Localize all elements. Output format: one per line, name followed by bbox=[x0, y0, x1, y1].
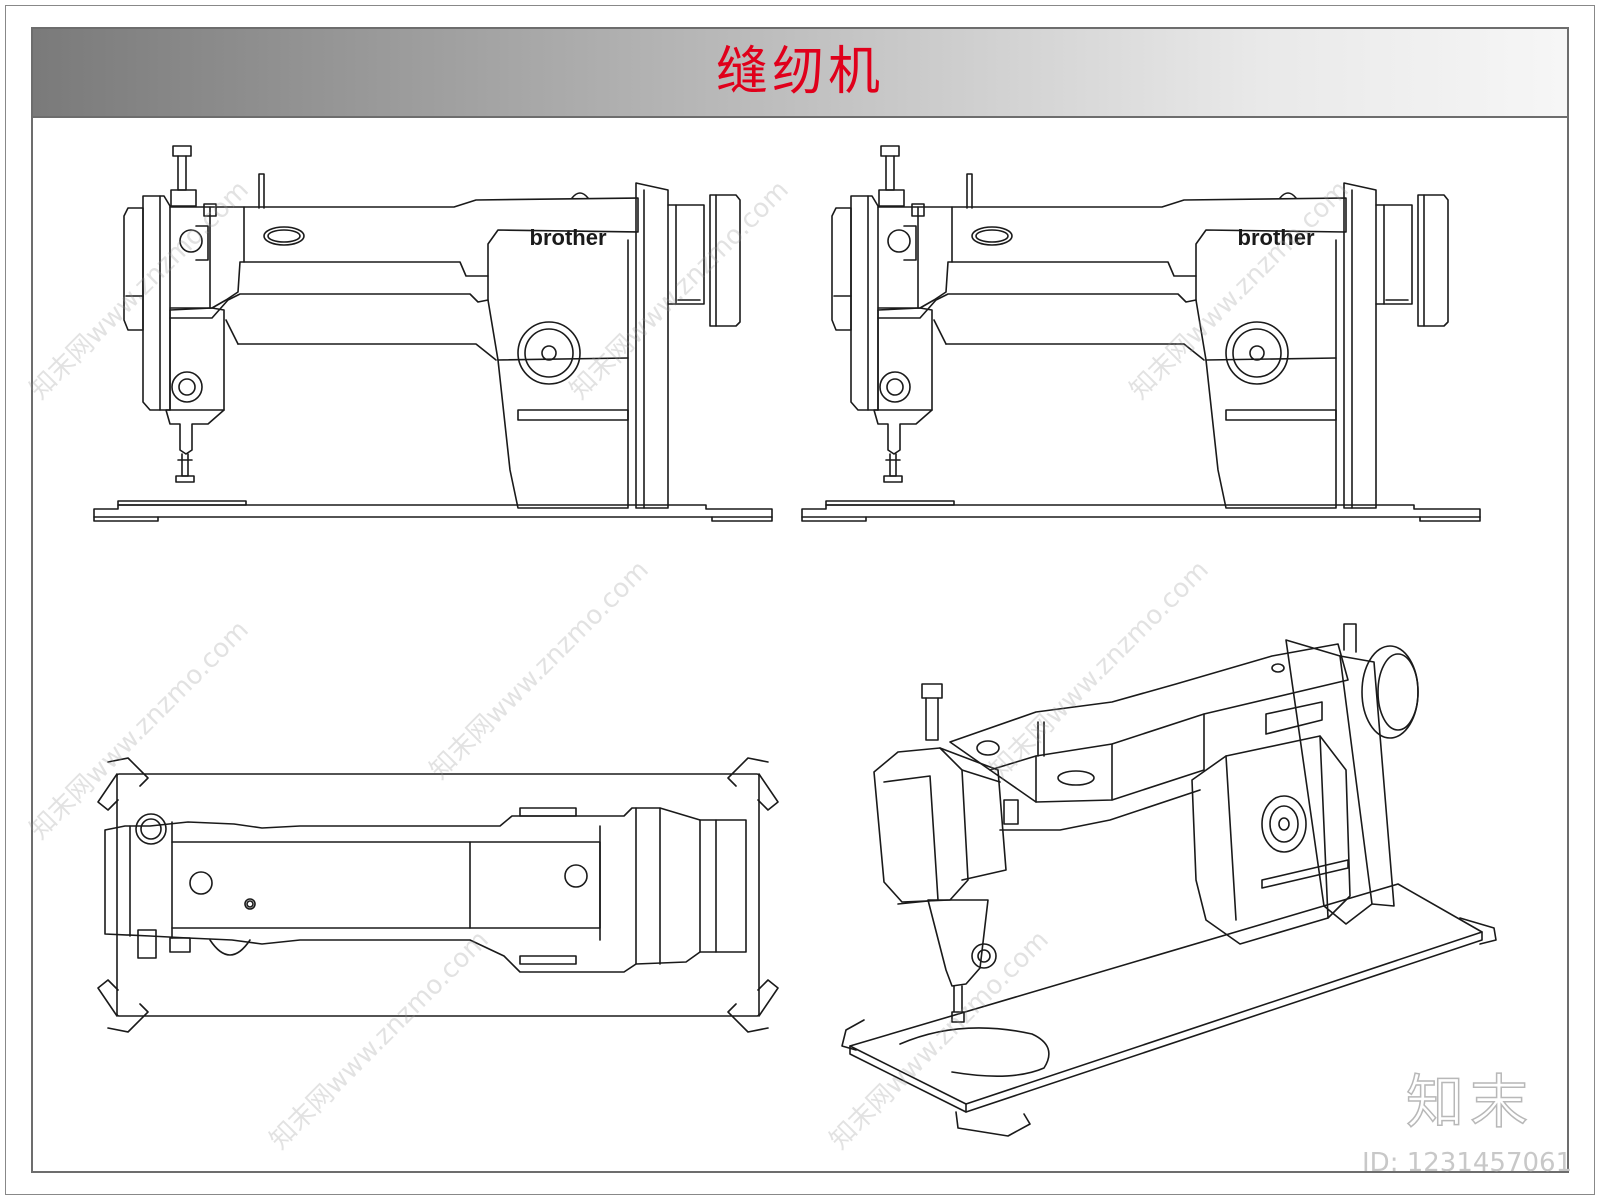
isometric-view bbox=[841, 623, 1497, 1137]
front-elevation-left bbox=[93, 145, 773, 522]
brand-label-right: brother bbox=[1238, 225, 1315, 250]
watermark-id: ID: 1231457061 bbox=[1362, 1148, 1573, 1178]
drawing-frame: 缝纫机 bbox=[31, 27, 1569, 1173]
front-elevation-right bbox=[801, 145, 1481, 522]
top-plan-view bbox=[97, 757, 779, 1033]
title-bar: 缝纫机 bbox=[33, 29, 1567, 118]
brand-label-left: brother bbox=[530, 225, 607, 250]
page-title: 缝纫机 bbox=[715, 42, 884, 102]
watermark-logo: 知末 bbox=[1405, 1068, 1535, 1136]
drawing-sheet bbox=[5, 5, 1595, 1195]
